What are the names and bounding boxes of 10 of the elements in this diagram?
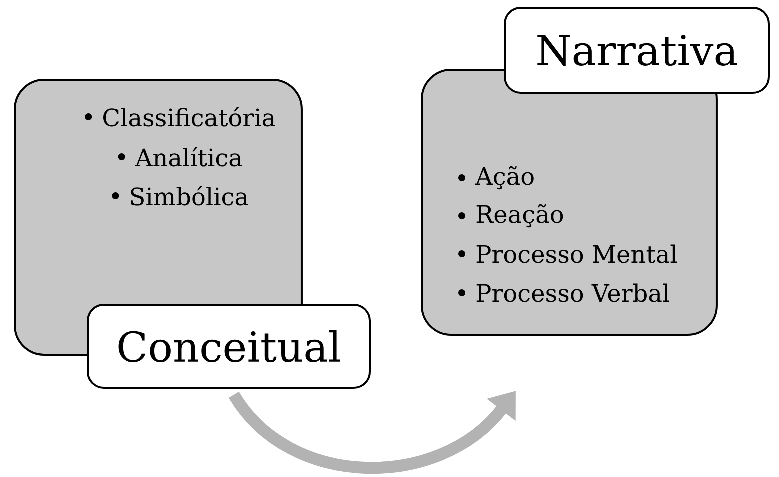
title-box: Narrativa bbox=[504, 6, 770, 94]
bullet-item: Simbólica bbox=[131, 186, 248, 206]
curved-arrow bbox=[229, 391, 516, 474]
title-box: Conceitual bbox=[87, 304, 371, 389]
bullet-item: Classificatória bbox=[104, 107, 276, 127]
bullet-item: Processo Mental bbox=[476, 244, 678, 264]
bullet-item: Processo Verbal bbox=[476, 284, 670, 302]
bullet-item: Reação bbox=[476, 204, 564, 228]
bullet-item: Analítica bbox=[135, 147, 242, 167]
bullet-item: Ação bbox=[475, 166, 534, 190]
